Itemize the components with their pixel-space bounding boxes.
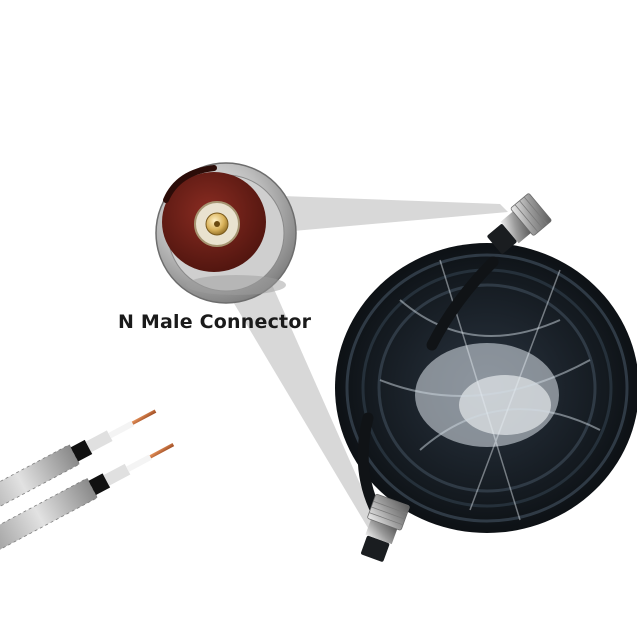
cable-cutaway	[0, 409, 175, 555]
connector-top	[487, 193, 552, 254]
coiled-cable	[335, 243, 637, 533]
connector-closeup	[155, 162, 297, 304]
connector-caption: N Male Connector	[118, 311, 312, 333]
callout-beams	[232, 196, 508, 528]
connector-bottom	[361, 493, 410, 562]
